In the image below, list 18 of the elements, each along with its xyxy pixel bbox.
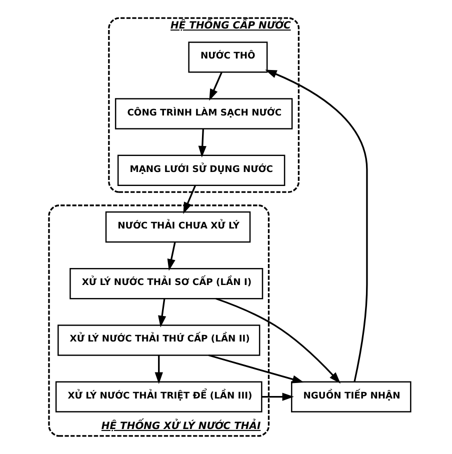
node-box: XỬ LÝ NƯỚC THẢI SƠ CẤP (LẦN I) (69, 268, 263, 300)
node-box: CÔNG TRÌNH LÀM SẠCH NƯỚC (114, 98, 292, 130)
arrow (198, 129, 206, 158)
node-box: MẠNG LƯỚI SỬ DỤNG NƯỚC (116, 154, 285, 186)
arrow (182, 185, 196, 214)
arrow (166, 242, 176, 271)
node-box: XỬ LÝ NƯỚC THẢI TRIỆT ĐỂ (LẦN III) (54, 381, 262, 412)
arrow (261, 392, 294, 401)
arrow (215, 298, 340, 384)
arrow (208, 72, 222, 101)
arrow (208, 354, 304, 384)
node-box: NƯỚC THẢI CHƯA XỬ LÝ (104, 211, 250, 243)
node-box: NƯỚC THÔ (188, 42, 268, 73)
arrow (264, 70, 368, 382)
node-box: NGUỒN TIẾP NHẬN (290, 381, 411, 412)
arrow (154, 355, 162, 384)
node-box: XỬ LÝ NƯỚC THẢI THỨ CẤP (LẦN II) (57, 324, 260, 356)
arrow (158, 298, 166, 328)
